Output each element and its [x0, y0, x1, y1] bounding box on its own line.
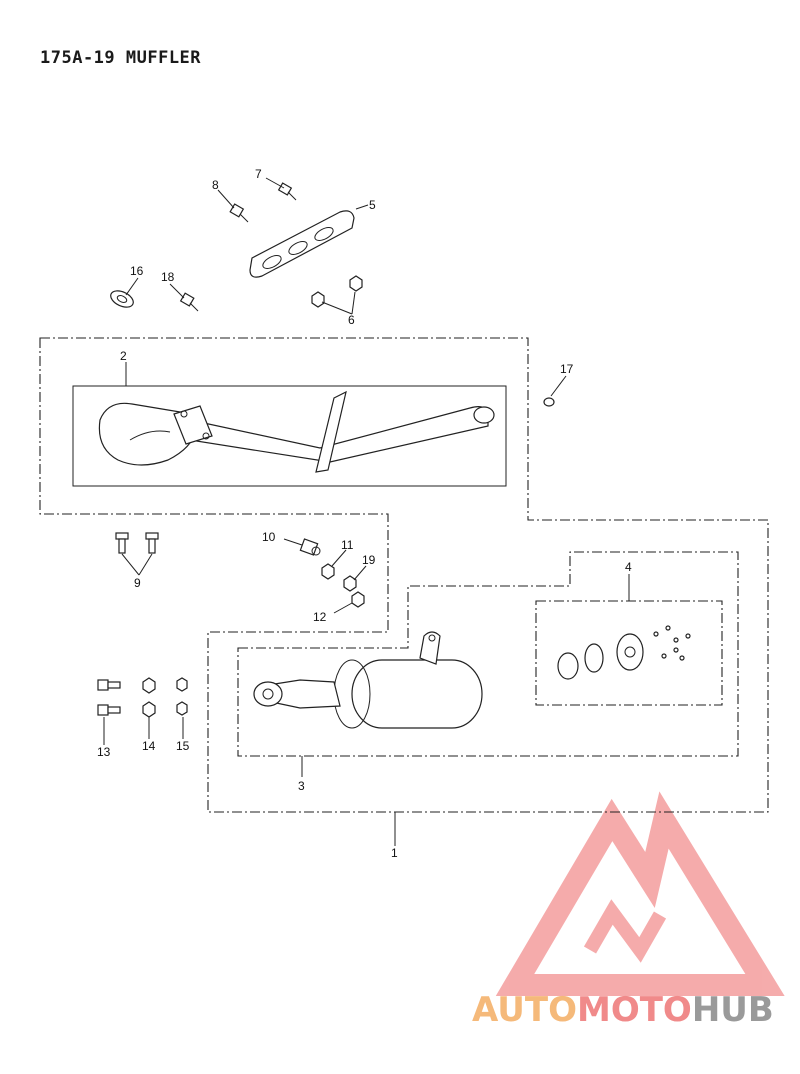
callout-10: 10	[262, 530, 276, 544]
callout-7: 7	[255, 167, 262, 181]
callout-14: 14	[142, 739, 156, 753]
callout-19: 19	[362, 553, 376, 567]
callout-1: 1	[391, 846, 398, 860]
callout-9: 9	[134, 576, 141, 590]
nut-15	[176, 677, 188, 716]
gasket-16	[110, 290, 134, 308]
callout-17: 17	[560, 362, 574, 376]
callout-12: 12	[313, 610, 327, 624]
stud-13	[97, 679, 121, 716]
callout-18: 18	[161, 270, 175, 284]
nut-12	[351, 591, 365, 608]
callout-3: 3	[298, 779, 305, 793]
watermark-text: AUTOMOTOHUB	[472, 990, 774, 1030]
nut-6	[311, 275, 363, 308]
page-title: 175A-19 MUFFLER	[40, 48, 202, 68]
callout-15: 15	[176, 739, 190, 753]
watermark-logo-icon	[495, 791, 785, 996]
callout-2: 2	[120, 349, 127, 363]
watermark-hub: HUB	[691, 990, 774, 1030]
callout-4: 4	[625, 560, 632, 574]
callout-13: 13	[97, 745, 111, 759]
callout-5: 5	[369, 198, 376, 212]
leader-lines	[103, 177, 630, 846]
watermark-moto: MOTO	[576, 990, 692, 1030]
callout-6: 6	[348, 313, 355, 327]
stud-18	[179, 292, 199, 312]
heat-shield-bracket	[249, 210, 355, 278]
watermark-auto: AUTO	[472, 990, 577, 1030]
bolt-7	[277, 182, 297, 201]
spark-arrester-kit	[557, 625, 691, 680]
gasket-17	[543, 397, 555, 407]
callout-11: 11	[341, 538, 354, 552]
nut-10	[299, 538, 321, 556]
exhaust-pipe	[98, 390, 495, 473]
assembly-3-boundary	[237, 551, 739, 757]
nut-11	[321, 563, 335, 580]
callout-16: 16	[130, 264, 144, 278]
bolt-9	[115, 532, 159, 554]
assembly-2-boundary	[72, 385, 507, 487]
callout-8: 8	[212, 178, 219, 192]
nut-14	[142, 677, 156, 718]
muffler-body	[253, 631, 483, 729]
nut-19	[343, 575, 357, 592]
